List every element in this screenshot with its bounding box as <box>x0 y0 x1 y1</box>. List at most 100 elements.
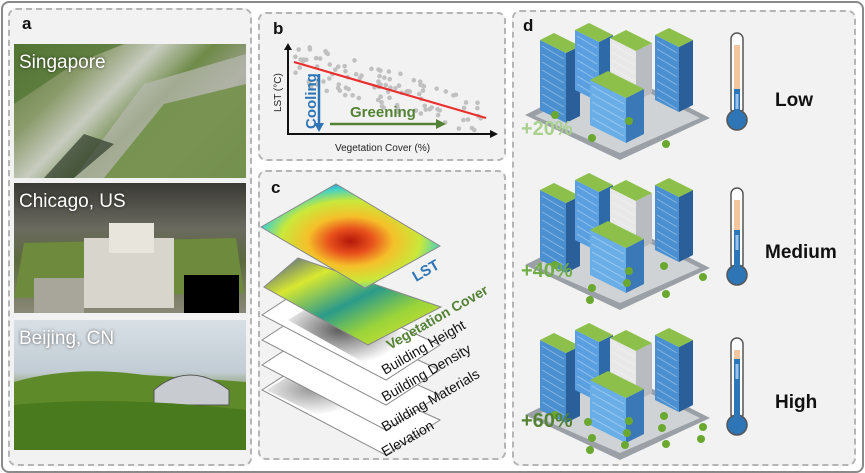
scatter-point <box>469 125 475 131</box>
scatter-point <box>418 111 424 116</box>
scatter-point <box>377 73 382 79</box>
scatter-point <box>395 106 400 111</box>
tree-icon <box>660 412 668 420</box>
layer-vegetation-cover <box>263 257 443 346</box>
scatter-point <box>350 93 355 98</box>
scatter-point <box>375 97 381 103</box>
scatter-point <box>435 106 440 112</box>
scenario-high: +60% High <box>515 320 855 460</box>
tree-icon <box>623 429 631 437</box>
scatter-point <box>475 100 480 106</box>
scatter-point <box>335 85 341 91</box>
heat-level-label: Medium <box>765 242 837 263</box>
scatter-point <box>387 95 392 101</box>
scatter-point <box>343 68 348 74</box>
cooling-label: Cooling <box>303 73 320 129</box>
scatter-point <box>411 77 417 83</box>
thermometer-icon <box>726 187 748 286</box>
scatter-point <box>416 91 422 97</box>
scatter-point <box>313 55 319 61</box>
tree-icon <box>551 111 559 119</box>
photo-singapore: Singapore <box>14 44 246 178</box>
photo-chicago: Chicago, US <box>14 183 246 313</box>
scatter-point <box>323 48 328 54</box>
tree-icon <box>658 424 666 432</box>
y-axis-arrow-icon <box>284 43 292 50</box>
scatter-point <box>435 112 441 118</box>
scatter-point <box>352 58 357 63</box>
scatter-point <box>443 89 449 94</box>
tree-icon <box>697 435 705 443</box>
scatter-point <box>398 71 403 77</box>
layer-lst <box>260 183 441 289</box>
panel-b-label: b <box>273 19 284 38</box>
building <box>590 221 644 293</box>
scatter-point <box>387 76 393 82</box>
scatter-point <box>461 105 467 111</box>
scatter-point <box>382 75 387 80</box>
scatter-point <box>293 70 298 76</box>
scatter-point <box>378 94 383 99</box>
scatter-point <box>317 56 323 61</box>
scatter-point <box>343 85 349 91</box>
scatter-point <box>293 54 298 60</box>
tree-icon <box>586 296 594 304</box>
city-illustration <box>525 173 710 310</box>
photo-beijing: Beijing, CN <box>14 320 246 450</box>
layer-stack: LST Vegetation Cover Building Height Bui… <box>260 183 491 460</box>
scatter-point <box>342 92 348 98</box>
y-axis-label: LST (°C) <box>273 73 284 112</box>
scatter-point <box>396 83 402 88</box>
tree-icon <box>625 417 633 425</box>
building <box>655 328 693 412</box>
scatter-point <box>396 109 401 115</box>
scatter-point <box>306 79 312 84</box>
scatter-point <box>376 67 381 72</box>
scatter-point <box>376 79 381 84</box>
trend-line <box>293 60 487 120</box>
scatter-point <box>321 79 326 84</box>
photo-caption: Singapore <box>19 52 106 73</box>
scatter-point <box>461 117 466 123</box>
city-illustration <box>525 23 710 160</box>
tree-icon <box>662 440 670 448</box>
panel-c-label: c <box>271 178 281 197</box>
tree-icon <box>588 284 596 292</box>
scatter-point <box>327 76 332 81</box>
scatter-point <box>379 99 384 105</box>
scatter-point <box>327 62 333 67</box>
greening-percent: +20% <box>521 118 573 140</box>
greening-arrow-icon <box>436 119 446 129</box>
thermometer-icon <box>726 32 748 131</box>
scatter-point <box>356 95 362 101</box>
scatter-point <box>463 100 469 105</box>
scatter-point <box>434 86 439 91</box>
scatter-point <box>429 105 434 110</box>
tree-icon <box>586 446 594 454</box>
scatter-point <box>386 69 392 74</box>
scatter-point <box>307 47 313 52</box>
layer-label-lst: LST <box>410 257 443 286</box>
tree-icon <box>625 267 633 275</box>
scatter-point <box>418 82 423 88</box>
tree-icon <box>625 117 633 125</box>
tree-icon <box>551 261 559 269</box>
scatter-point <box>353 72 359 77</box>
scatter-point <box>456 126 462 131</box>
scatter-point <box>413 108 419 113</box>
scatter-point <box>406 88 412 94</box>
scatter-point <box>383 82 389 88</box>
scatter-point <box>324 88 330 94</box>
tree-icon <box>662 290 670 298</box>
building <box>590 71 644 143</box>
scatter-point <box>475 105 480 111</box>
scenario-low: +20% Low <box>515 20 855 160</box>
scatter-point <box>465 117 471 122</box>
building <box>540 33 580 123</box>
scatter-point <box>342 63 347 69</box>
tree-icon <box>662 140 670 148</box>
scatter-point <box>393 85 398 91</box>
tree-icon <box>588 434 596 442</box>
panel-d-label: d <box>523 16 534 35</box>
